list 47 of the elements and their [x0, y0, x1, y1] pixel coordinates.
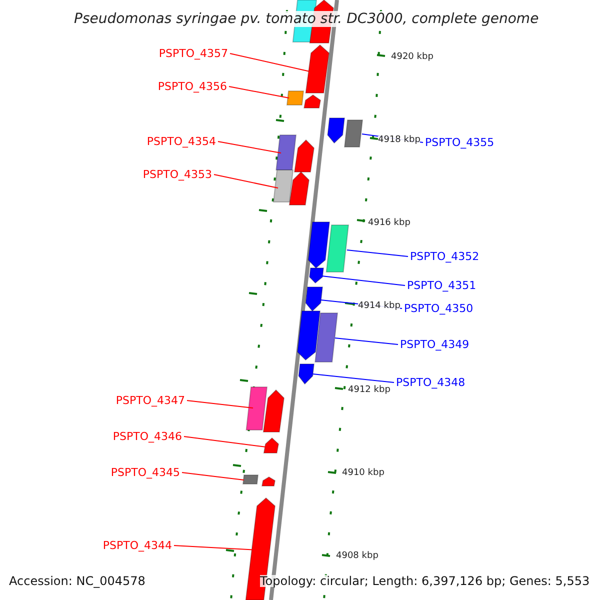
leader-line — [182, 472, 244, 480]
leader-line — [322, 276, 406, 286]
gene-block — [296, 310, 338, 362]
leader-line — [184, 436, 266, 448]
gene-block — [276, 134, 315, 172]
scale-label: 4916 kbp — [368, 219, 410, 228]
footer-text: Topology: circular; Length: 6,397,126 bp; Genes: 5,553 — [260, 575, 590, 587]
gene-label: PSPTO_4354 — [146, 136, 216, 147]
scale-label: 4910 kbp — [342, 469, 384, 478]
gene-block — [246, 386, 285, 432]
gene-block — [298, 364, 315, 385]
leader-line — [346, 250, 408, 257]
gene-block — [327, 118, 364, 148]
gene-label: PSPTO_4349 — [400, 339, 470, 350]
gene-label: PSPTO_4351 — [407, 280, 476, 291]
leader-line — [334, 338, 398, 345]
scale-label: 4908 kbp — [336, 552, 378, 561]
gene-label: PSPTO_4350 — [404, 303, 474, 314]
gene-label: PSPTO_4346 — [112, 431, 182, 442]
gene-block — [263, 437, 280, 454]
gene-label: PSPTO_4347 — [116, 395, 185, 406]
gene-label: PSPTO_4356 — [158, 81, 227, 92]
gene-block — [305, 286, 324, 312]
gene-label: PSPTO_4344 — [102, 540, 172, 551]
gene-block — [242, 474, 276, 486]
scale-label: 4918 kbp — [378, 136, 420, 145]
gene-label: PSPTO_4345 — [110, 467, 180, 478]
scale-label: 4920 kbp — [391, 53, 434, 62]
gene-label: PSPTO_4352 — [410, 251, 480, 262]
leader-line — [214, 174, 278, 188]
leader-line — [218, 141, 282, 154]
gene-label: PSPTO_4357 — [158, 48, 228, 59]
gene-block — [308, 222, 350, 272]
map-title: Pseudomonas syringae pv. tomato str. DC3000, complete genome — [74, 11, 539, 27]
gene-block — [308, 268, 324, 284]
footer-text: Accession: NC_004578 — [9, 575, 146, 587]
scale-label: 4912 kbp — [348, 386, 390, 395]
leader-line — [230, 53, 312, 72]
leader-line — [312, 374, 394, 383]
gene-label: PSPTO_4348 — [396, 377, 466, 388]
leader-line — [186, 400, 254, 408]
gene-label: PSPTO_4355 — [425, 137, 494, 148]
gene-block — [272, 170, 310, 206]
scale-label: 4914 kbp — [358, 302, 400, 311]
gene-label: PSPTO_4353 — [142, 169, 212, 180]
gene-block — [286, 90, 322, 108]
leader-line — [228, 86, 290, 98]
